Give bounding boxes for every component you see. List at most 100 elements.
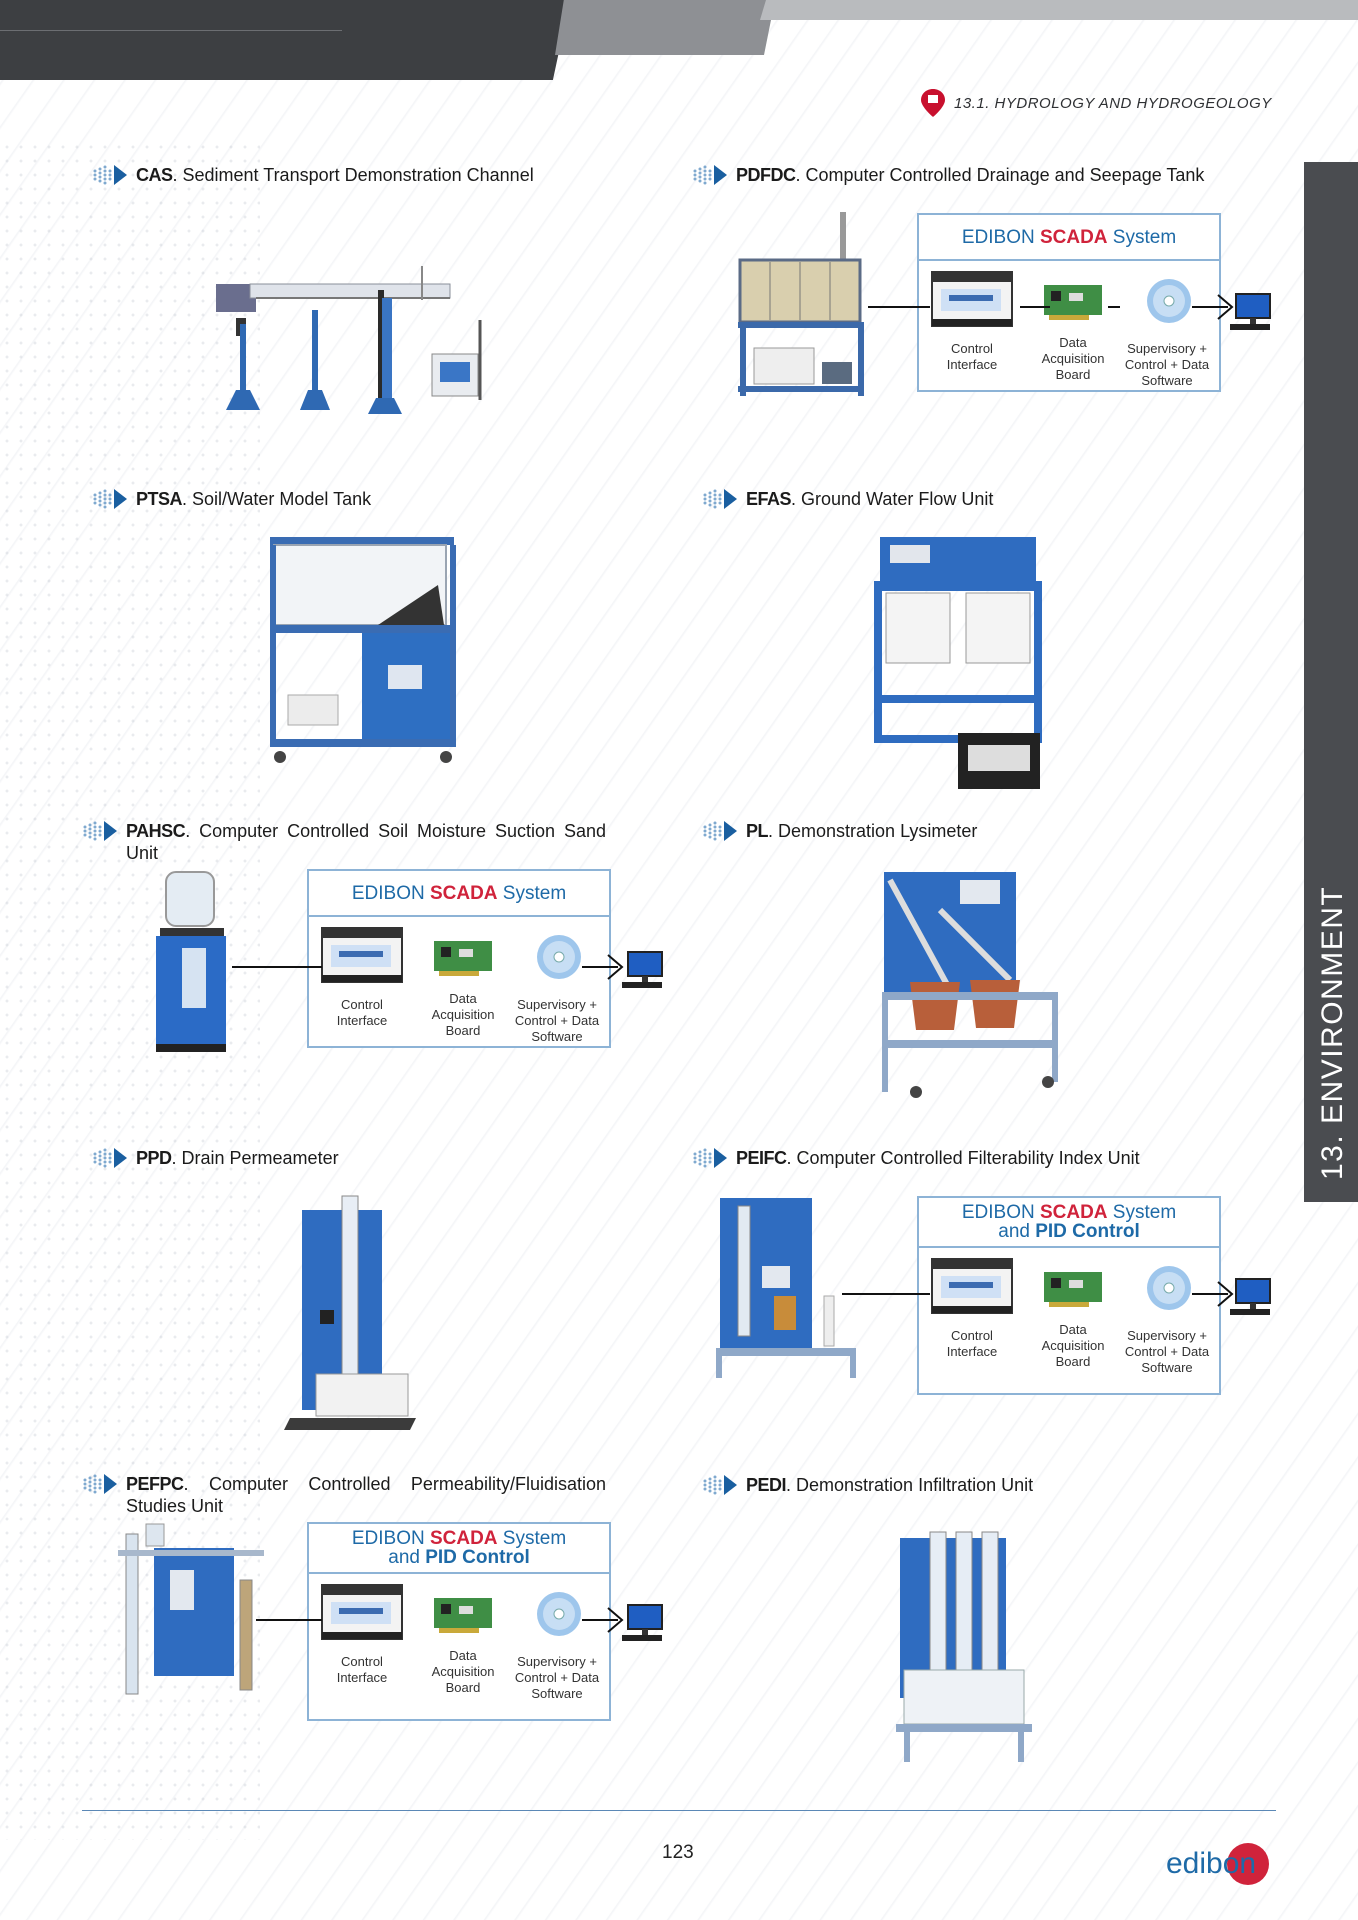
side-tab xyxy=(1304,162,1358,1202)
product-image-pedi xyxy=(896,1531,1032,1762)
scada-word: SCADA xyxy=(429,882,498,904)
label-software: Supervisory + Control + Data Software xyxy=(514,997,600,1044)
location-pin-icon xyxy=(921,89,945,117)
product-desc: . Computer Controlled Filterability Inde… xyxy=(786,1148,1140,1168)
product-title-pl: PL. Demonstration Lysimeter xyxy=(702,820,977,842)
label-daq-board: Data Acquisition Board xyxy=(1041,1322,1105,1369)
computer-icon xyxy=(622,951,663,988)
product-title-pdfdc: PDFDC. Computer Controlled Drainage and … xyxy=(692,164,1204,186)
dotted-arrow-icon xyxy=(93,489,127,509)
computer-icon xyxy=(622,1604,663,1641)
product-image-pl xyxy=(882,872,1058,1098)
dotted-arrow-icon xyxy=(83,821,117,841)
product-image-cas xyxy=(216,266,482,414)
side-tab-label: 13. ENVIRONMENT xyxy=(1316,885,1349,1180)
scada-brand: EDIBON xyxy=(351,882,430,904)
connector-arrow xyxy=(582,1607,624,1633)
product-title-peifc: PEIFC. Computer Controlled Filterability… xyxy=(692,1147,1140,1169)
control-interface-icon xyxy=(321,1584,403,1640)
scada-title: EDIBON SCADA System xyxy=(919,215,1219,261)
product-image-pefpc xyxy=(118,1523,264,1695)
daq-board-icon xyxy=(1044,285,1102,320)
label-software: Supervisory + Control + Data Software xyxy=(1124,1328,1210,1375)
product-desc: . Computer Controlled Soil Moisture Suct… xyxy=(126,821,606,863)
product-title-pahsc: PAHSC. Computer Controlled Soil Moisture… xyxy=(82,820,606,864)
product-title-ptsa: PTSA. Soil/Water Model Tank xyxy=(92,488,371,510)
computer-icon xyxy=(1230,293,1271,330)
label-software: Supervisory + Control + Data Software xyxy=(1124,341,1210,388)
dotted-arrow-icon xyxy=(703,1475,737,1495)
scada-system-word: System xyxy=(497,882,567,904)
scada-brand: EDIBON xyxy=(961,226,1040,248)
connector-line xyxy=(1020,306,1050,308)
product-title-pefpc: PEFPC. Computer Controlled Permeability/… xyxy=(82,1473,606,1517)
daq-board-icon xyxy=(434,1598,492,1633)
product-code: PTSA xyxy=(136,489,183,509)
page-number: 123 xyxy=(662,1842,694,1863)
logo-text: edibon xyxy=(1166,1847,1256,1880)
product-image-pdfdc xyxy=(738,212,864,396)
scada-word: SCADA xyxy=(1039,226,1108,248)
product-desc: . Soil/Water Model Tank xyxy=(182,489,372,509)
label-control-interface: Control Interface xyxy=(946,1328,998,1359)
product-code: PDFDC xyxy=(736,165,796,185)
software-cd-icon xyxy=(1147,279,1191,323)
dotted-arrow-icon xyxy=(693,165,727,185)
header-line xyxy=(0,30,342,31)
header-bar-light xyxy=(760,0,1358,20)
product-title-efas: EFAS. Ground Water Flow Unit xyxy=(702,488,993,510)
product-image-pahsc xyxy=(156,871,226,1052)
product-image-peifc xyxy=(716,1198,856,1378)
dotted-arrow-icon xyxy=(83,1474,117,1494)
pid-control: PID Control xyxy=(1035,1221,1140,1242)
product-image-ppd xyxy=(284,1195,416,1430)
scada-brand: EDIBON xyxy=(351,1528,430,1549)
product-desc: . Demonstration Infiltration Unit xyxy=(786,1475,1034,1495)
software-cd-icon xyxy=(1147,1266,1191,1310)
dotted-arrow-icon xyxy=(703,489,737,509)
product-code: CAS xyxy=(136,165,173,185)
product-desc: . Demonstration Lysimeter xyxy=(768,821,978,841)
connector-line xyxy=(842,1293,930,1295)
connector-line xyxy=(232,966,322,968)
header-bar-dark xyxy=(0,0,570,80)
scada-title: EDIBON SCADA System and PID Control xyxy=(309,1524,609,1574)
connector-line xyxy=(1108,306,1120,308)
computer-icon xyxy=(1230,1278,1271,1315)
product-title-pedi: PEDI. Demonstration Infiltration Unit xyxy=(702,1474,1033,1496)
product-code: PEFPC xyxy=(126,1474,184,1494)
daq-board-icon xyxy=(1044,1272,1102,1307)
section-label: 13.1. HYDROLOGY AND HYDROGEOLOGY xyxy=(920,88,1272,118)
scada-brand: EDIBON xyxy=(961,1202,1040,1223)
section-title: 13.1. HYDROLOGY AND HYDROGEOLOGY xyxy=(954,94,1272,112)
label-software: Supervisory + Control + Data Software xyxy=(514,1654,600,1701)
label-daq-board: Data Acquisition Board xyxy=(431,991,495,1038)
software-cd-icon xyxy=(537,935,581,979)
dotted-arrow-icon xyxy=(703,821,737,841)
connector-line xyxy=(868,306,930,308)
label-control-interface: Control Interface xyxy=(336,1654,388,1685)
pid-prefix: and xyxy=(998,1221,1036,1242)
label-daq-board: Data Acquisition Board xyxy=(1041,335,1105,382)
product-image-ptsa xyxy=(270,537,456,763)
scada-title: EDIBON SCADA System xyxy=(309,871,609,917)
product-desc: . Drain Permeameter xyxy=(171,1148,339,1168)
product-code: PL xyxy=(746,821,769,841)
scada-title: EDIBON SCADA System and PID Control xyxy=(919,1198,1219,1248)
header-bar-mid xyxy=(555,0,775,55)
software-cd-icon xyxy=(537,1592,581,1636)
scada-system-word: System xyxy=(1107,1202,1177,1223)
product-code: PEIFC xyxy=(736,1148,787,1168)
daq-board-icon xyxy=(434,941,492,976)
product-title-cas: CAS. Sediment Transport Demonstration Ch… xyxy=(92,164,534,186)
connector-arrow xyxy=(1192,294,1234,320)
scada-diagram-pahsc: EDIBON SCADA System Control Interface Da… xyxy=(307,869,611,1048)
scada-diagram-pdfdc: EDIBON SCADA System Control Interface Da… xyxy=(917,213,1221,392)
edibon-logo: edibon xyxy=(1166,1843,1269,1885)
control-interface-icon xyxy=(931,1258,1013,1314)
product-desc: . Computer Controlled Drainage and Seepa… xyxy=(795,165,1205,185)
pid-control: PID Control xyxy=(425,1547,530,1568)
product-title-ppd: PPD. Drain Permeameter xyxy=(92,1147,339,1169)
scada-word: SCADA xyxy=(1039,1202,1108,1223)
scada-system-word: System xyxy=(497,1528,567,1549)
